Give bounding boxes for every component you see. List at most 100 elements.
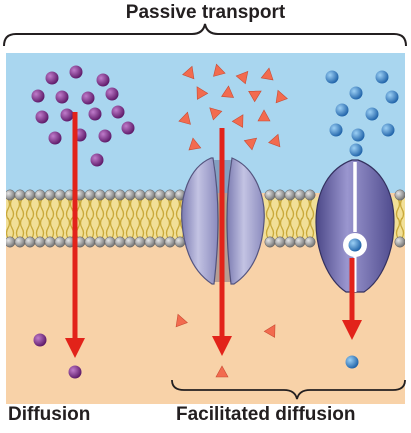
lipid-tail — [169, 217, 175, 239]
lipid-tail — [149, 217, 155, 239]
diffusion-solute — [98, 129, 112, 143]
carrier-solute — [375, 70, 389, 84]
carrier-protein — [315, 159, 395, 293]
diffusion-arrow — [65, 112, 85, 358]
lipid-tail — [279, 198, 285, 220]
lipid-tail — [25, 217, 31, 239]
lipid-tail — [109, 217, 115, 239]
lipid-tail — [145, 217, 151, 239]
lipid-tail — [155, 217, 161, 239]
lipid-tail — [285, 217, 291, 239]
phospholipid-head — [164, 236, 176, 248]
diffusion-solute — [35, 110, 49, 124]
lipid-tail — [105, 198, 111, 220]
lipid-tail — [279, 217, 285, 239]
lipid-tail — [99, 217, 105, 239]
phospholipid-head — [14, 189, 26, 201]
lipid-tail — [79, 217, 85, 239]
channel-solute — [188, 137, 202, 151]
lipid-tail — [19, 198, 25, 220]
facilitated-diffusion-brace — [171, 379, 406, 400]
lipid-tail — [85, 198, 91, 220]
lipid-tail — [139, 198, 145, 220]
phospholipid-head — [304, 189, 316, 201]
diffusion-solute — [45, 71, 59, 85]
lipid-tail — [49, 198, 55, 220]
lipid-tail — [285, 198, 291, 220]
lipid-tail — [49, 217, 55, 239]
channel-solute — [268, 133, 281, 148]
phospholipid-head — [394, 189, 405, 201]
channel-solute — [235, 70, 249, 85]
diffusion-solute — [105, 87, 119, 101]
lipid-tail — [119, 198, 125, 220]
lipid-tail — [105, 217, 111, 239]
channel-solute — [178, 111, 191, 125]
lipid-tail — [65, 217, 71, 239]
carrier-solute — [349, 143, 363, 157]
diffusion-solute — [33, 333, 47, 347]
phospholipid-head — [94, 189, 106, 201]
carrier-solute — [385, 90, 399, 104]
diffusion-solute — [69, 65, 83, 79]
channel-solute — [260, 67, 274, 81]
carrier-solute — [351, 128, 365, 142]
channel-solutes — [175, 63, 288, 378]
diffusion-solute — [90, 153, 104, 167]
channel-solute — [243, 137, 258, 151]
lipid-tail — [39, 198, 45, 220]
lipid-tail — [169, 198, 175, 220]
phospholipid-head — [264, 189, 276, 201]
lipid-tail — [275, 217, 281, 239]
lipid-tail — [45, 217, 51, 239]
lipid-tail — [89, 198, 95, 220]
lipid-tail — [145, 198, 151, 220]
lipid-tail — [15, 198, 21, 220]
lipid-tail — [29, 198, 35, 220]
phospholipid-head — [294, 236, 306, 248]
lipid-tail — [175, 198, 181, 220]
channel-solute — [275, 89, 288, 104]
lipid-tail — [139, 217, 145, 239]
lipid-tail — [89, 217, 95, 239]
phospholipid-head — [124, 236, 136, 248]
lipid-tail — [29, 217, 35, 239]
lipid-tail — [79, 198, 85, 220]
phospholipid-head — [94, 236, 106, 248]
diffusion-solute — [48, 131, 62, 145]
channel-solute — [196, 86, 209, 100]
phospholipid-head — [134, 236, 146, 248]
lipid-tail — [15, 217, 21, 239]
lipid-tail — [95, 217, 101, 239]
lipid-tail — [165, 217, 171, 239]
carrier-solute — [348, 238, 362, 252]
lipid-tail — [309, 198, 315, 220]
lipid-tail — [395, 198, 401, 220]
carrier-solutes — [325, 70, 399, 369]
lipid-tail — [109, 198, 115, 220]
diffusion-label: Diffusion — [8, 404, 91, 425]
diffusion-solute — [121, 121, 135, 135]
lipid-tail — [59, 198, 65, 220]
lipid-tail — [9, 217, 15, 239]
channel-protein-right-half — [226, 157, 265, 285]
lipid-tail — [45, 198, 51, 220]
phospholipid-head — [394, 236, 405, 248]
phospholipid-head — [34, 236, 46, 248]
phospholipid-head — [284, 189, 296, 201]
carrier-solute — [325, 70, 339, 84]
phospholipid-head — [124, 189, 136, 201]
lipid-tail — [295, 217, 301, 239]
lipid-tail — [275, 198, 281, 220]
phospholipid-head — [14, 236, 26, 248]
channel-solute — [221, 85, 235, 98]
lipid-tail — [159, 198, 165, 220]
lipid-tail — [119, 217, 125, 239]
diffusion-solute — [81, 91, 95, 105]
phospholipid-head — [264, 236, 276, 248]
phospholipid-head — [114, 236, 126, 248]
phospholipid-head — [84, 236, 96, 248]
channel-solute — [209, 107, 223, 121]
lipid-tail — [135, 217, 141, 239]
phospholipid-head — [54, 236, 66, 248]
